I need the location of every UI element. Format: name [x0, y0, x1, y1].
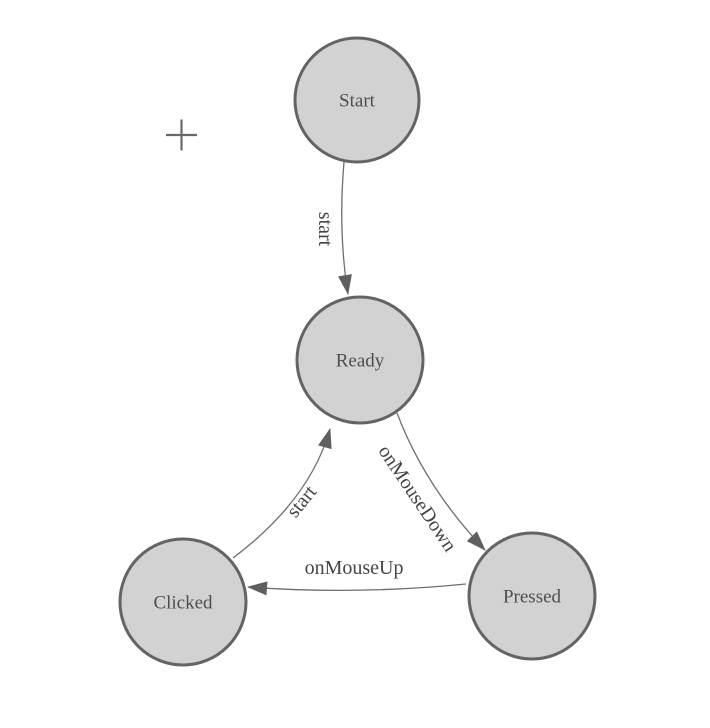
state-circle-clicked: [118, 537, 248, 667]
transition-label-start-to-ready: start: [314, 212, 336, 247]
state-label-clicked: Clicked: [153, 593, 213, 614]
state-label-start: Start: [339, 91, 376, 112]
state-node-clicked[interactable]: Clicked: [118, 537, 248, 667]
plus-crosshair-icon: [166, 119, 197, 151]
state-label-pressed: Pressed: [503, 587, 562, 608]
transition-clicked-to-ready[interactable]: [232, 428, 332, 559]
transition-pressed-to-clicked[interactable]: [247, 581, 467, 596]
transition-label-clicked-to-ready: start: [282, 481, 321, 522]
state-label-ready: Ready: [336, 351, 385, 372]
state-circle-start: [293, 36, 421, 164]
state-node-start[interactable]: Start: [293, 36, 421, 164]
transition-start-to-ready[interactable]: [338, 161, 352, 295]
transition-ready-to-pressed[interactable]: [396, 412, 486, 551]
state-circle-ready: [295, 295, 425, 425]
state-node-ready[interactable]: Ready: [295, 295, 425, 425]
state-circle-pressed: [467, 531, 597, 661]
state-node-pressed[interactable]: Pressed: [467, 531, 597, 661]
transition-label-onmouseup: onMouseUp: [305, 557, 404, 579]
